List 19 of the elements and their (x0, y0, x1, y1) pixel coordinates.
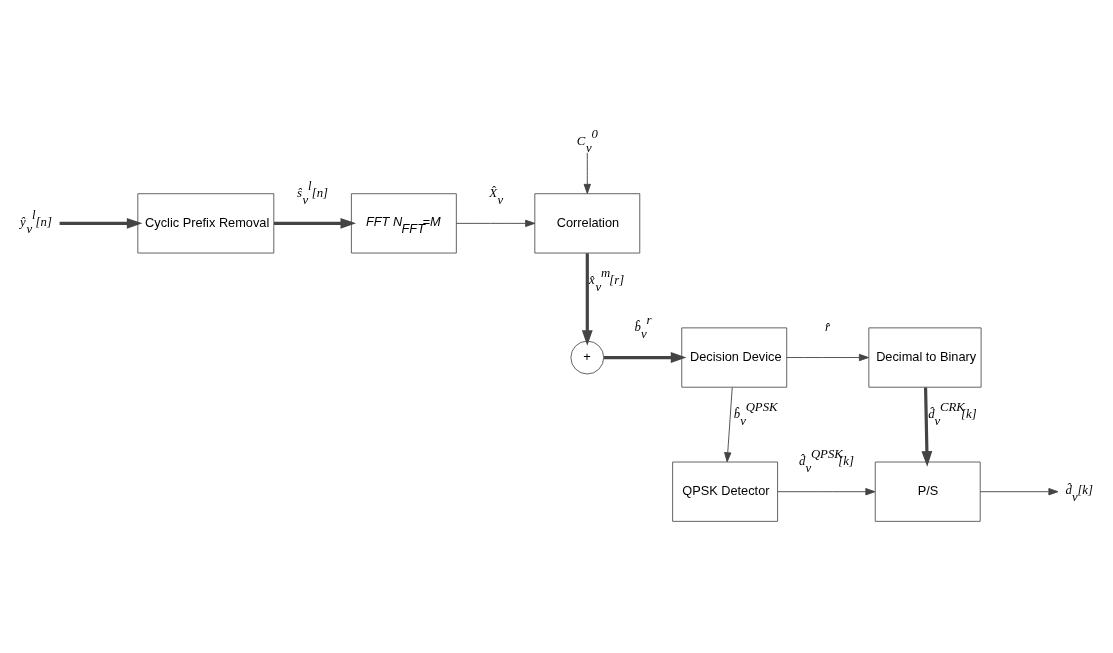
node-box: QPSK Detector (672, 461, 779, 522)
node-circle: + (570, 340, 605, 375)
arrow (921, 387, 933, 467)
arrow (777, 488, 876, 496)
node-box: P/S (874, 461, 981, 522)
arrow (455, 219, 536, 228)
arrow (583, 152, 591, 194)
arrow (603, 352, 687, 363)
arrow (59, 217, 143, 229)
arrow (786, 353, 869, 362)
arrow (979, 488, 1059, 496)
arrow (724, 387, 733, 463)
arrow (273, 217, 357, 229)
arrow (581, 253, 593, 346)
node-box: Decimal to Binary (868, 327, 982, 388)
node-box: Cyclic Prefix Removal (137, 193, 275, 254)
node-box: Decision Device (681, 327, 788, 388)
edge-label: r̂ (825, 320, 831, 335)
node-box: Correlation (534, 193, 641, 254)
